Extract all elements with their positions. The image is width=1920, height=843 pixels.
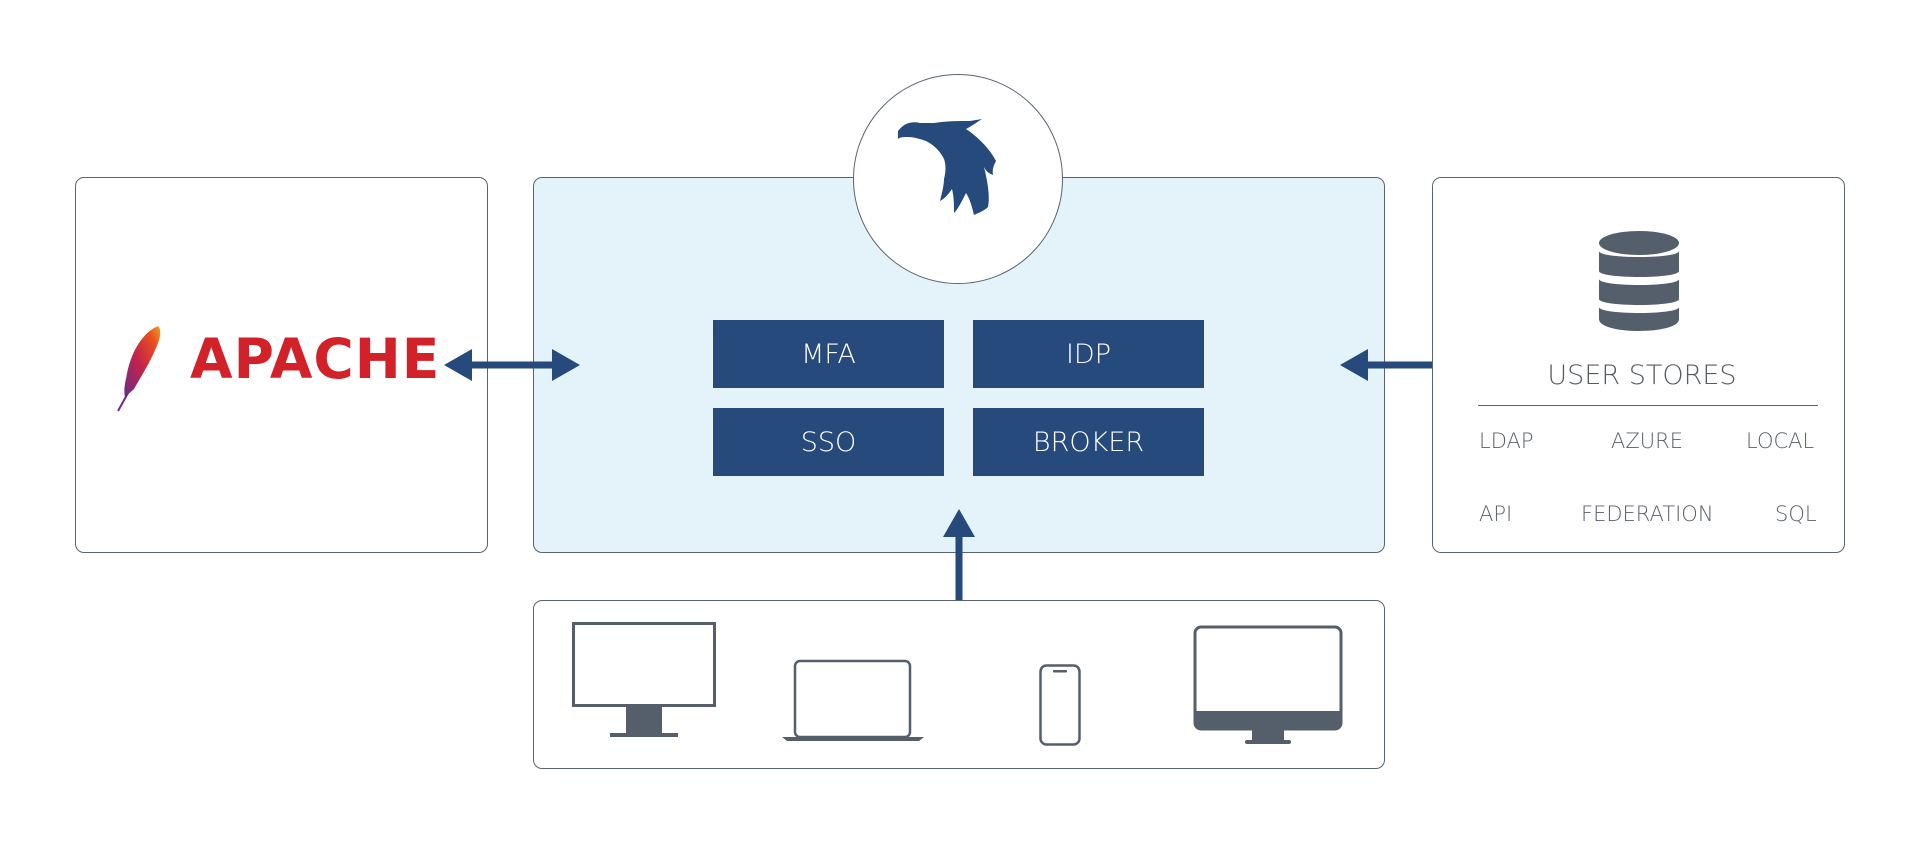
smartphone-icon	[1039, 664, 1081, 746]
apache-feather-icon	[117, 326, 161, 412]
idp-service-box: IDP	[973, 320, 1204, 388]
store-local: LOCAL	[1746, 429, 1815, 453]
sso-service-box: SSO	[713, 408, 944, 476]
apache-label: APACHE	[190, 327, 441, 391]
desktop-monitor-icon	[572, 622, 716, 737]
store-ldap: LDAP	[1479, 429, 1534, 453]
database-icon	[1599, 231, 1679, 331]
bird-logo-icon	[898, 119, 996, 215]
user-stores-divider	[1478, 405, 1818, 406]
laptop-icon	[782, 659, 924, 741]
store-sql: SQL	[1775, 502, 1817, 526]
broker-service-box: BROKER	[973, 408, 1204, 476]
store-federation: FEDERATION	[1581, 502, 1714, 526]
imac-icon	[1193, 625, 1343, 744]
store-azure: AZURE	[1611, 429, 1683, 453]
store-api: API	[1479, 502, 1513, 526]
user-stores-title: USER STORES	[1547, 360, 1737, 391]
apache-center-arrow	[444, 349, 580, 381]
mfa-service-box: MFA	[713, 320, 944, 388]
logo-circle	[853, 74, 1063, 284]
